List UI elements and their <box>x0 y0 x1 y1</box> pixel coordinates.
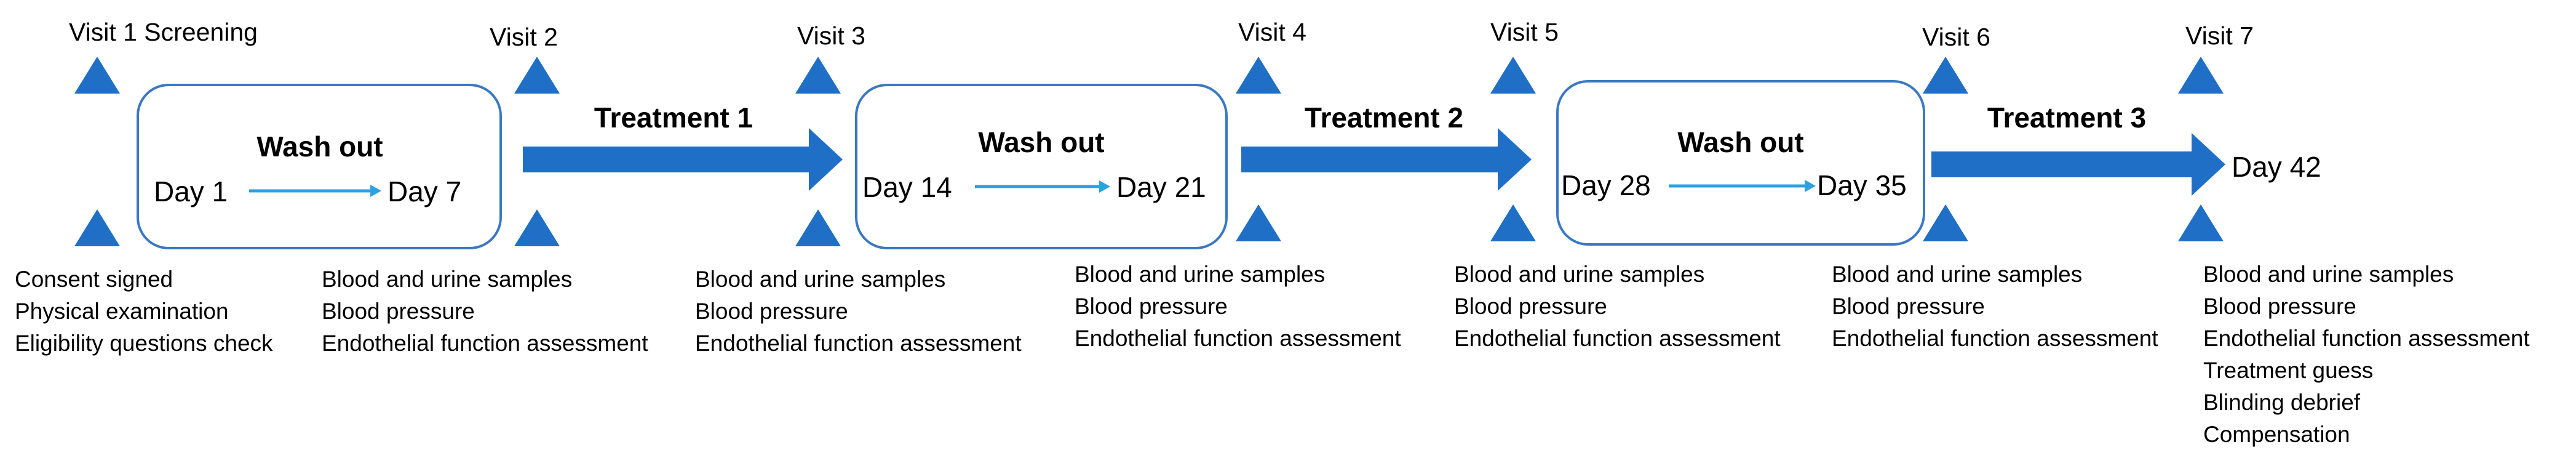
visit-6-assessments: Blood and urine samples Blood pressure E… <box>1832 259 2158 355</box>
washout-2-start-day: Day 14 <box>862 171 952 203</box>
assessment-item: Endothelial function assessment <box>1075 326 1401 351</box>
assessment-item: Endothelial function assessment <box>1454 326 1781 351</box>
visit-6-label: Visit 6 <box>1922 23 1990 51</box>
assessment-item: Compensation <box>2203 422 2350 447</box>
visit-6-top-marker <box>1923 57 1968 94</box>
washout-1-end-day: Day 7 <box>388 175 462 207</box>
visit-5-top-marker <box>1490 57 1536 94</box>
visit-7-assessments: Blood and urine samples Blood pressure E… <box>2203 259 2530 451</box>
assessment-item: Endothelial function assessment <box>2203 326 2530 351</box>
washout-2-end-day: Day 21 <box>1116 171 1206 203</box>
assessment-item: Endothelial function assessment <box>1832 326 2158 351</box>
visit-2-label: Visit 2 <box>490 23 558 51</box>
visit-7-bottom-marker <box>2178 204 2224 241</box>
visit-5-label: Visit 5 <box>1490 18 1559 46</box>
visit-1-bottom-marker <box>74 209 120 246</box>
assessment-item: Endothelial function assessment <box>695 331 1022 356</box>
treatment-2-label: Treatment 2 <box>1304 102 1464 134</box>
visit-1-assessments: Consent signed Physical examination Elig… <box>15 264 273 360</box>
assessment-item: Eligibility questions check <box>15 331 273 356</box>
visit-3-top-marker <box>795 57 841 94</box>
assessment-item: Endothelial function assessment <box>322 331 648 356</box>
visit-3-bottom-marker <box>795 209 841 246</box>
visit-2-assessments: Blood and urine samples Blood pressure E… <box>322 264 648 360</box>
washout-3-title: Wash out <box>1677 126 1804 158</box>
visit-1-label: Visit 1 Screening <box>69 18 258 46</box>
washout-2-day-arrow <box>975 180 1110 193</box>
visit-5-assessments: Blood and urine samples Blood pressure E… <box>1454 259 1781 355</box>
assessment-item: Blood and urine samples <box>322 267 573 292</box>
washout-1-day-arrow <box>249 185 381 197</box>
final-day-label: Day 42 <box>2232 151 2321 183</box>
assessment-item: Consent signed <box>15 267 173 292</box>
assessment-item: Blood and urine samples <box>1832 262 2083 287</box>
treatment-1-label: Treatment 1 <box>594 102 753 134</box>
visit-2-bottom-marker <box>514 209 560 246</box>
visit-5-bottom-marker <box>1490 204 1536 241</box>
washout-3-box <box>1556 80 1925 246</box>
visit-4-assessments: Blood and urine samples Blood pressure E… <box>1075 259 1401 355</box>
visit-1-top-marker <box>74 57 120 94</box>
assessment-item: Blood pressure <box>1454 294 1607 319</box>
visit-4-label: Visit 4 <box>1238 18 1306 46</box>
assessment-item: Blood and urine samples <box>1075 262 1326 287</box>
treatment-2-arrow <box>1241 128 1532 191</box>
assessment-item: Blinding debrief <box>2203 390 2361 415</box>
assessment-item: Blood pressure <box>322 299 475 324</box>
visit-2-top-marker <box>514 57 560 94</box>
washout-3-start-day: Day 28 <box>1561 169 1651 201</box>
visit-7-top-marker <box>2178 57 2224 94</box>
assessment-item: Blood pressure <box>1832 294 1985 319</box>
visit-7-label: Visit 7 <box>2185 22 2254 50</box>
washout-1-start-day: Day 1 <box>154 175 228 207</box>
assessment-item: Blood pressure <box>695 299 848 324</box>
visit-4-bottom-marker <box>1236 204 1281 241</box>
treatment-3-arrow <box>1931 133 2225 196</box>
assessment-item: Blood and urine samples <box>2203 262 2454 287</box>
visit-3-assessments: Blood and urine samples Blood pressure E… <box>695 264 1022 360</box>
treatment-1-arrow <box>523 128 843 191</box>
assessment-item: Physical examination <box>15 299 229 324</box>
washout-3-day-arrow <box>1669 180 1816 192</box>
treatment-3-label: Treatment 3 <box>1987 102 2147 134</box>
washout-1-box <box>137 84 502 249</box>
assessment-item: Blood and urine samples <box>695 267 946 292</box>
washout-1-title: Wash out <box>256 131 383 163</box>
assessment-item: Blood pressure <box>1075 294 1228 319</box>
washout-3-end-day: Day 35 <box>1817 169 1907 201</box>
visit-4-top-marker <box>1236 57 1281 94</box>
washout-2-box <box>855 84 1228 249</box>
assessment-item: Blood and urine samples <box>1454 262 1705 287</box>
assessment-item: Treatment guess <box>2203 358 2374 383</box>
assessment-item: Blood pressure <box>2203 294 2356 319</box>
visit-6-bottom-marker <box>1923 204 1968 241</box>
washout-2-title: Wash out <box>978 126 1105 158</box>
visit-3-label: Visit 3 <box>797 22 865 50</box>
